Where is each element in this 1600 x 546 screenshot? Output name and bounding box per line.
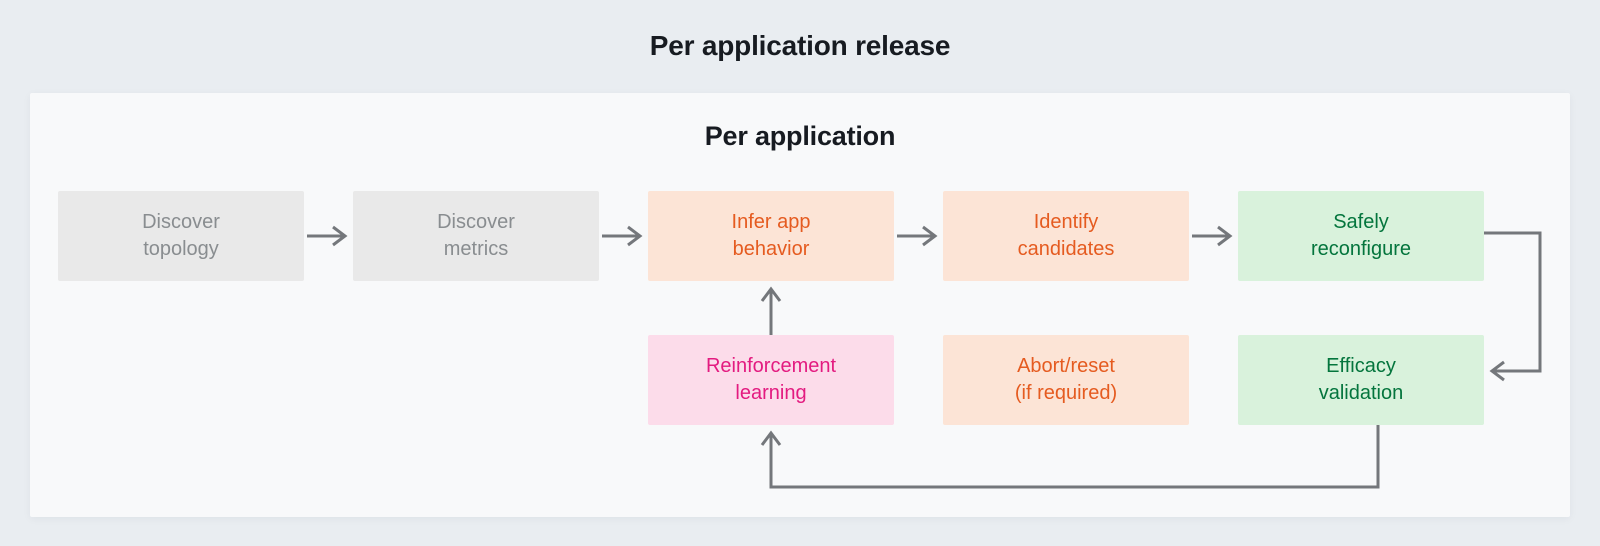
box-label-line: topology xyxy=(143,238,219,260)
arrow-safely-reconfigure-to-efficacy-validation xyxy=(1484,231,1542,382)
panel-title: Per application xyxy=(704,121,896,151)
box-label-line: Discover xyxy=(142,211,220,233)
box-reinforcement-learning: Reinforcement learning xyxy=(648,335,894,425)
box-safely-reconfigure: Safely reconfigure xyxy=(1238,191,1484,281)
box-label-line: metrics xyxy=(443,238,509,260)
box-label-line: Efficacy xyxy=(1326,355,1396,377)
box-label-line: Abort/reset xyxy=(1017,355,1115,377)
box-label-line: learning xyxy=(735,382,807,404)
box-identify-candidates: Identify candidates xyxy=(943,191,1189,281)
box-label-line: Reinforcement xyxy=(705,355,837,377)
page-title: Per application release xyxy=(649,30,951,61)
connector-arrows xyxy=(307,225,1542,489)
box-label-line: (if required) xyxy=(1014,382,1118,404)
box-label-line: behavior xyxy=(732,238,810,260)
box-discover-topology: Discover topology xyxy=(58,191,304,281)
per-application-panel: Per application Discover topology Discov… xyxy=(30,93,1570,517)
box-label-line: validation xyxy=(1318,382,1404,404)
box-label-line: candidates xyxy=(1017,238,1115,260)
box-label-line: Safely xyxy=(1333,211,1389,233)
arrow-efficacy-validation-to-reinforcement-learning xyxy=(760,425,1380,489)
box-label-line: Identify xyxy=(1033,211,1099,233)
box-abort-reset: Abort/reset (if required) xyxy=(943,335,1189,425)
box-discover-metrics: Discover metrics xyxy=(353,191,599,281)
box-label-line: Discover xyxy=(437,211,515,233)
box-infer-app-behavior: Infer app behavior xyxy=(648,191,894,281)
box-efficacy-validation: Efficacy validation xyxy=(1238,335,1484,425)
box-label-line: Infer app xyxy=(731,211,811,233)
box-label-line: reconfigure xyxy=(1310,238,1412,260)
